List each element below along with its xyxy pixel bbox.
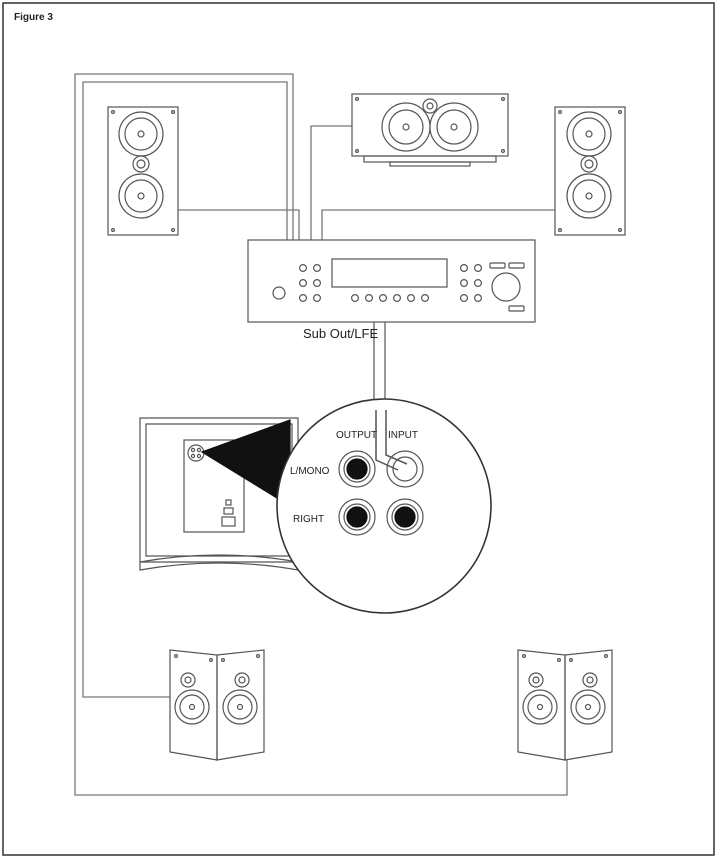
- surround-speaker-icon: [517, 649, 613, 761]
- surround-speaker-icon: [169, 649, 265, 761]
- rca-jack-icon: [338, 450, 376, 488]
- jack-panel-magnifier: [276, 398, 492, 614]
- rca-jack-input-plugged: [386, 450, 424, 488]
- receiver-left-buttons: [299, 264, 322, 303]
- rca-jack-icon: [338, 498, 376, 536]
- subwoofer-icon: [139, 417, 299, 571]
- receiver-right-buttons: [460, 264, 483, 303]
- sub-cable-plug: [375, 410, 408, 471]
- rca-jack-icon: [386, 498, 424, 536]
- volume-knob: [491, 272, 521, 302]
- speaker-center-icon: [351, 93, 509, 167]
- zoom-wedge: [200, 419, 291, 508]
- receiver-display: [331, 258, 448, 288]
- right-label: RIGHT: [293, 514, 325, 525]
- speaker-wires: [74, 73, 568, 796]
- figure-label: Figure 3: [14, 12, 53, 23]
- receiver-icon: [247, 239, 536, 323]
- l-mono-label: L/MONO: [290, 466, 330, 477]
- speaker-front-left-icon: [107, 106, 179, 236]
- speaker-front-right-icon: [554, 106, 626, 236]
- input-label: INPUT: [388, 430, 418, 441]
- output-label: OUTPUT: [336, 430, 378, 441]
- sub-out-lfe-label: Sub Out/LFE: [303, 326, 379, 341]
- receiver-bottom-buttons: [351, 294, 430, 303]
